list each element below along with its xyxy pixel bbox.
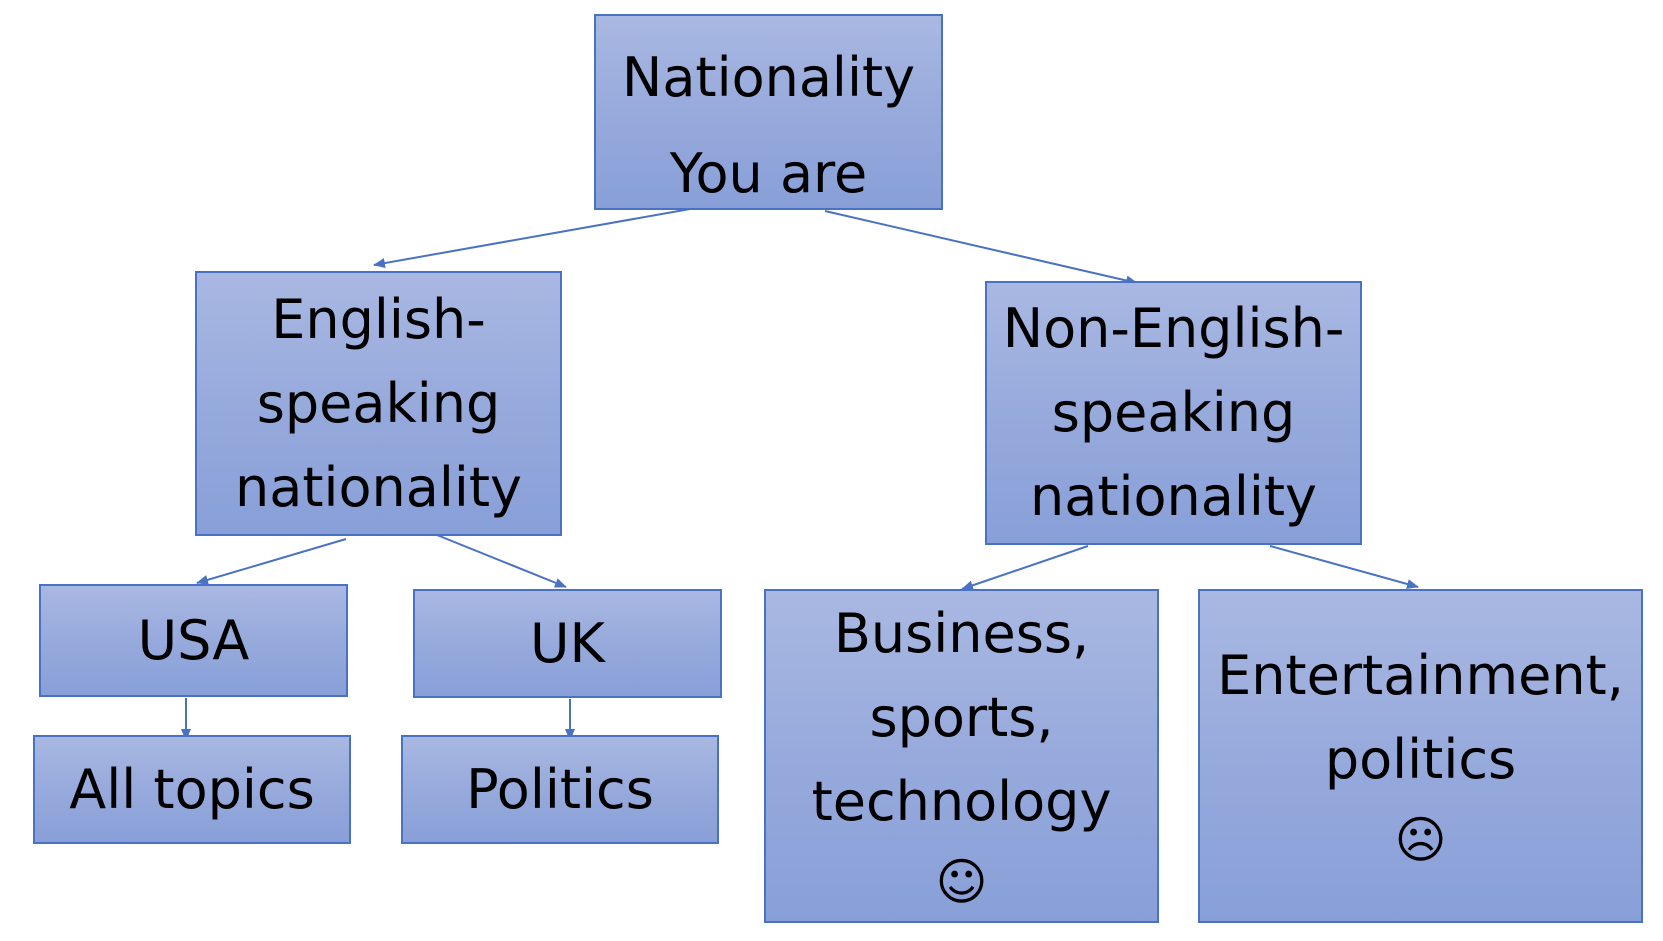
edge-root-to-non-english	[824, 210, 1138, 286]
node-label-line: nationality	[235, 455, 522, 519]
node-label-line: Business,	[833, 602, 1090, 665]
node-label-line: UK	[530, 611, 605, 675]
node-label-line: Non-English-	[1002, 297, 1345, 360]
node-label-line: All topics	[69, 757, 315, 821]
node-label-line: sports,	[869, 686, 1054, 749]
node-label-line: USA	[137, 608, 250, 672]
node-label-line: Entertainment,	[1217, 644, 1624, 707]
node-nationality-you-are: Nationality You are	[594, 14, 943, 210]
node-usa: USA	[39, 584, 348, 697]
edge-non-english-to-entertainment	[1269, 545, 1419, 589]
node-english-speaking-nationality: English- speaking nationality	[195, 271, 562, 536]
edge-root-to-english	[373, 208, 691, 269]
node-label-line: nationality	[1030, 465, 1317, 528]
edge-non-english-to-business	[961, 545, 1089, 591]
node-label-line: technology	[811, 770, 1112, 833]
node-politics: Politics	[401, 735, 719, 844]
node-label-line: You are	[669, 142, 868, 205]
node-uk: UK	[413, 589, 722, 698]
node-label-line: speaking	[256, 371, 501, 435]
smiley-icon: ☺	[935, 853, 988, 911]
node-label-line: politics	[1324, 728, 1517, 791]
node-label-line: Politics	[466, 757, 654, 821]
edge-english-to-uk	[436, 534, 567, 588]
node-entertainment-politics: Entertainment, politics ☹	[1198, 589, 1643, 923]
frown-icon: ☹	[1394, 811, 1447, 869]
node-label-line: Nationality	[621, 46, 916, 109]
node-business-sports-technology: Business, sports, technology ☺	[764, 589, 1159, 923]
node-label-line: English-	[271, 287, 486, 351]
node-all-topics: All topics	[33, 735, 351, 844]
edge-english-to-usa	[196, 538, 347, 585]
node-label-line: speaking	[1051, 381, 1296, 444]
node-non-english-speaking-nationality: Non-English- speaking nationality	[985, 281, 1362, 545]
